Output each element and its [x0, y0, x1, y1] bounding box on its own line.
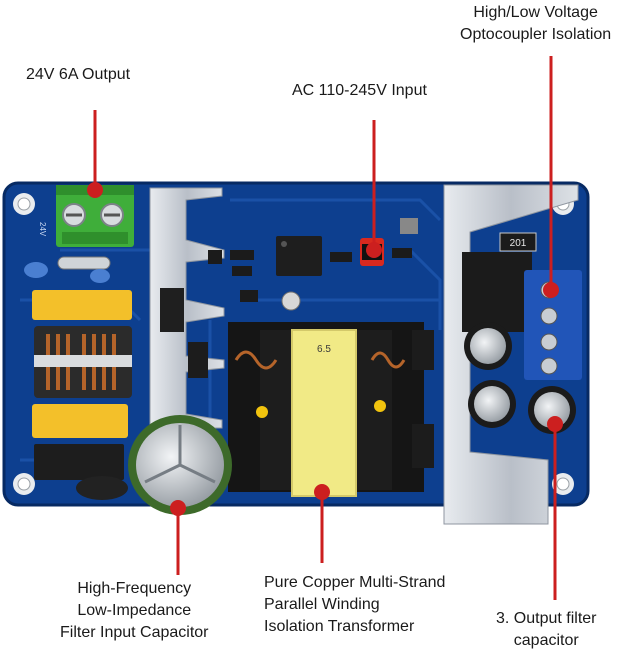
- terminal-mark: 24V: [38, 222, 47, 237]
- label-output-filter-capacitor: 3. Output filter capacitor: [496, 608, 597, 652]
- x-capacitor-bottom: [32, 404, 128, 438]
- output-capacitors: [464, 322, 576, 434]
- mounting-holes: [13, 193, 574, 495]
- label-output-filter-capacitor-line-2: capacitor: [513, 632, 579, 649]
- x-capacitor-top: [32, 290, 132, 320]
- label-output-filter-capacitor-line-1: 3. Output filter: [496, 610, 597, 627]
- input-filter-capacitor: [128, 415, 232, 515]
- transformer-code: 6.5: [317, 344, 331, 355]
- label-optocoupler-line-2: Optocoupler Isolation: [460, 26, 612, 43]
- label-optocoupler-line-1: High/Low Voltage: [473, 4, 598, 21]
- leader-lines: [93, 56, 557, 600]
- label-optocoupler: High/Low Voltage Optocoupler Isolation: [460, 2, 611, 46]
- label-output-line: 24V 6A Output: [26, 66, 131, 83]
- label-transformer-line-2: Parallel Winding: [264, 596, 380, 613]
- label-transformer: Pure Copper Multi-Strand Parallel Windin…: [264, 572, 445, 638]
- smd-resistor: [499, 232, 537, 252]
- label-filter-input-capacitor-line-1: High-Frequency: [77, 580, 192, 597]
- label-ac-input: AC 110-245V Input: [292, 80, 427, 102]
- label-output: 24V 6A Output: [26, 64, 130, 86]
- leader-dots: [87, 182, 563, 516]
- isolation-transformer: [228, 322, 424, 497]
- label-transformer-line-3: Isolation Transformer: [264, 618, 415, 635]
- label-filter-input-capacitor-line-2: Low-Impedance: [77, 602, 192, 619]
- label-filter-input-capacitor: High-Frequency Low-Impedance Filter Inpu…: [60, 578, 209, 644]
- label-filter-input-capacitor-line-3: Filter Input Capacitor: [60, 624, 209, 641]
- label-transformer-line-1: Pure Copper Multi-Strand: [264, 574, 446, 591]
- resistor-code: 201: [510, 238, 527, 249]
- common-mode-choke: [34, 326, 132, 398]
- label-ac-input-line: AC 110-245V Input: [292, 82, 427, 99]
- pwm-ic: [276, 236, 322, 276]
- right-heatsink: [443, 184, 579, 525]
